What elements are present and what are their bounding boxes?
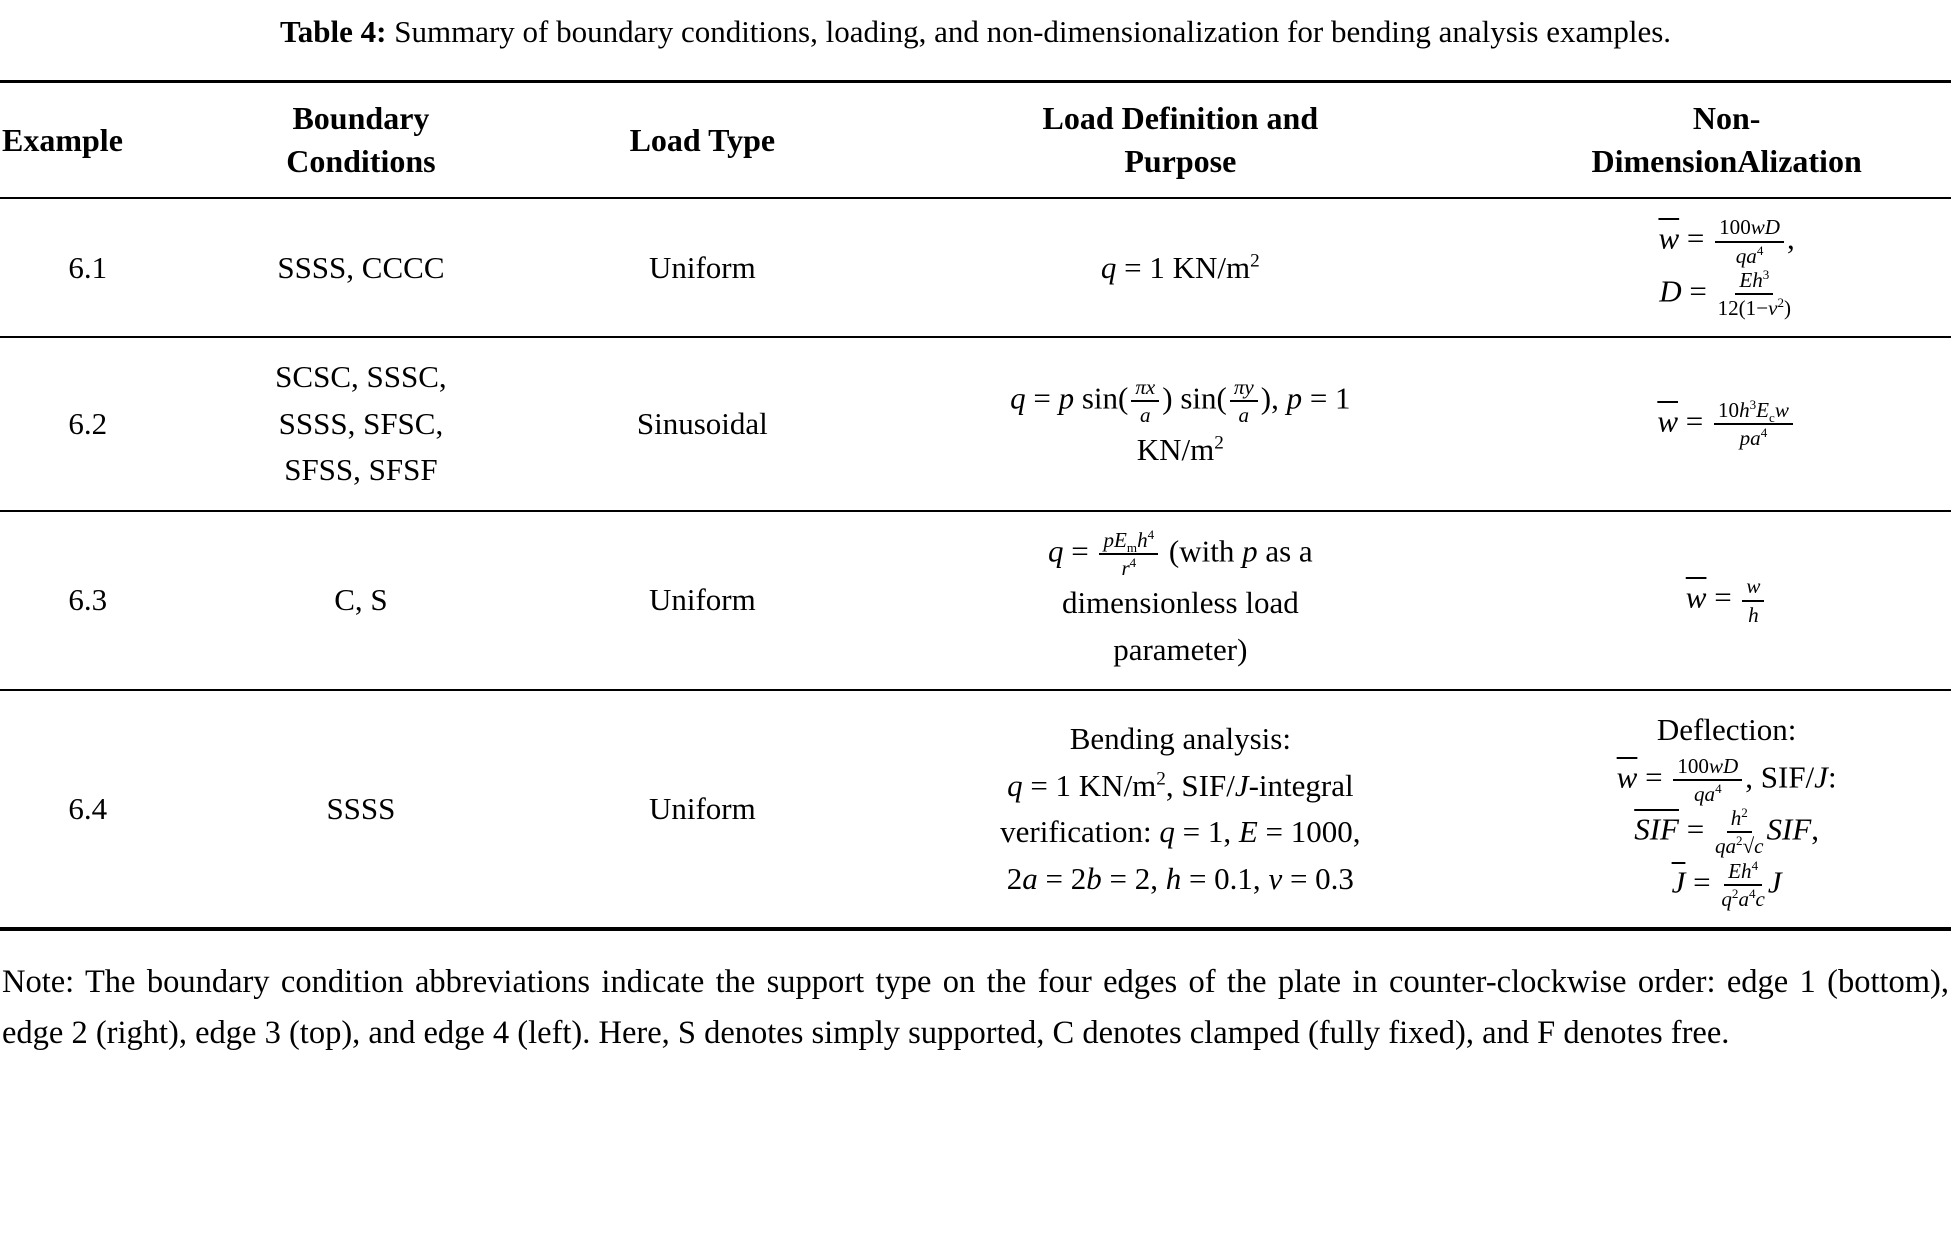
header-non-dimensionalization-line1: Non- — [1692, 100, 1761, 136]
table-row-6-2: 6.2 SCSC, SSSC,SSSS, SFSC,SFSS, SFSF Sin… — [0, 337, 1951, 511]
cell-boundary-conditions: C, S — [334, 582, 388, 618]
header-load-type: Load Type — [629, 121, 776, 158]
cell-example: 6.3 — [68, 582, 108, 618]
table-caption-text: Summary of boundary conditions, loading,… — [394, 14, 1672, 49]
summary-table: Example Boundary Conditions Load Type Lo… — [0, 80, 1951, 932]
cell-load-type: Uniform — [648, 790, 756, 826]
cell-load-type: Sinusoidal — [636, 405, 768, 441]
cell-boundary-conditions: SSSS — [326, 790, 396, 826]
table-row-6-4: 6.4 SSSS Uniform Bending analysis:q = 1 … — [0, 690, 1951, 929]
cell-boundary-conditions: SCSC, SSSC,SSSS, SFSC,SFSS, SFSF — [275, 359, 447, 488]
header-boundary-conditions-line2: Conditions — [286, 143, 436, 180]
table-row-6-1: 6.1 SSSS, CCCC Uniform q = 1 KN/m2 w = 1… — [0, 198, 1951, 338]
table-caption-label: Table 4: — [279, 14, 387, 49]
table-note: Note: The boundary condition abbreviatio… — [2, 964, 1949, 1051]
cell-example: 6.2 — [68, 405, 108, 441]
cell-load-type: Uniform — [648, 249, 756, 285]
header-load-definition-line1: Load Definition and — [1042, 100, 1319, 136]
header-non-dimensionalization-line2: DimensionAlization — [1591, 143, 1862, 180]
header-example: Example — [2, 121, 123, 158]
cell-load-type: Uniform — [648, 582, 756, 618]
header-boundary-conditions-line1: Boundary — [292, 100, 430, 136]
cell-example: 6.4 — [68, 790, 108, 826]
document-page: Table 4: Summary of boundary conditions,… — [0, 14, 1951, 1051]
header-load-definition-line2: Purpose — [1124, 143, 1237, 180]
header-boundary-conditions: Boundary Conditions — [176, 82, 547, 199]
cell-example: 6.1 — [68, 249, 108, 285]
cell-boundary-conditions: SSSS, CCCC — [277, 249, 445, 285]
header-row: Example Boundary Conditions Load Type Lo… — [0, 82, 1951, 199]
cell-load-definition: q = 1 KN/m2 — [1100, 249, 1260, 285]
header-non-dimensionalization: Non- DimensionAlization — [1502, 82, 1951, 199]
cell-load-definition: Bending analysis:q = 1 KN/m2, SIF/J-inte… — [1000, 721, 1361, 896]
header-load-definition: Load Definition and Purpose — [858, 82, 1502, 199]
table-caption: Table 4: Summary of boundary conditions,… — [10, 14, 1941, 50]
